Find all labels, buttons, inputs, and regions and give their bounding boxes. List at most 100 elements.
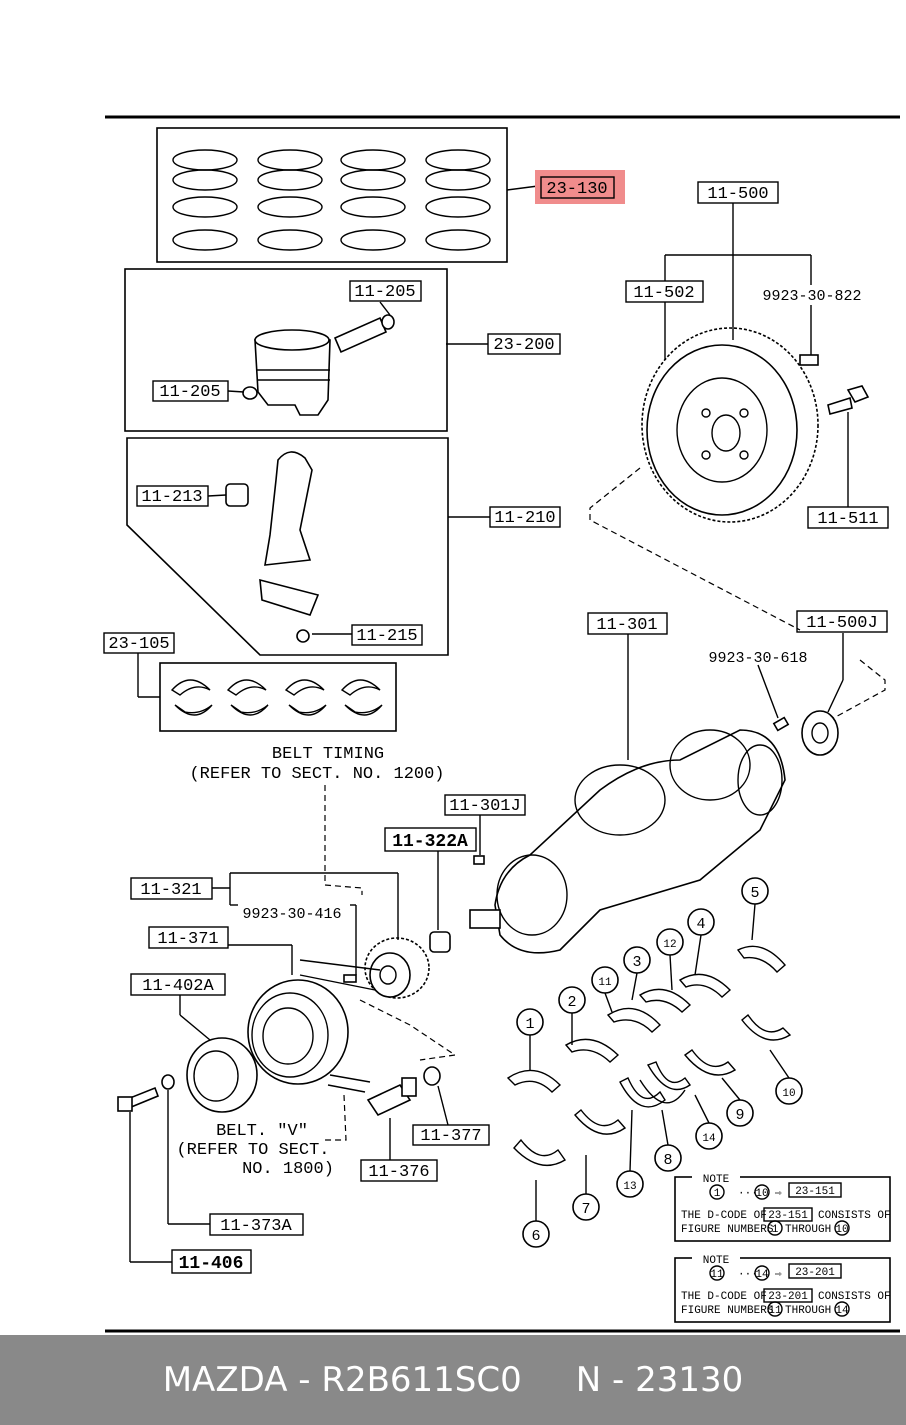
bearing-num-3[interactable]: 3 bbox=[623, 946, 651, 974]
bearing-num-14[interactable]: 14 bbox=[695, 1122, 723, 1150]
svg-text:11-322A: 11-322A bbox=[392, 832, 468, 852]
svg-text:6: 6 bbox=[531, 1228, 540, 1245]
piston-rings-group bbox=[156, 127, 539, 263]
label-pulley-bolt[interactable]: 11-376 bbox=[360, 1159, 438, 1182]
svg-text:CONSISTS OF: CONSISTS OF bbox=[818, 1291, 891, 1303]
bearing-number-labels: 1 2 3 4 5 6 7 8 9 10 11 12 13 14 bbox=[516, 877, 803, 1248]
svg-text:11-371: 11-371 bbox=[157, 930, 218, 949]
label-thrust-washer[interactable]: 11-322A bbox=[384, 827, 477, 852]
svg-text:···: ··· bbox=[738, 1269, 758, 1281]
thrust-washer-shape bbox=[429, 931, 451, 953]
svg-text:11-213: 11-213 bbox=[141, 488, 202, 507]
svg-text:23-130: 23-130 bbox=[546, 180, 607, 199]
svg-text:10: 10 bbox=[835, 1224, 848, 1236]
svg-text:23-105: 23-105 bbox=[108, 635, 169, 654]
label-ring-set[interactable]: 23-130 bbox=[535, 170, 625, 204]
svg-text:11: 11 bbox=[598, 977, 612, 989]
svg-text:⇨: ⇨ bbox=[775, 1188, 782, 1200]
svg-text:7: 7 bbox=[581, 1201, 590, 1218]
svg-text:THROUGH: THROUGH bbox=[785, 1305, 831, 1317]
conrod-group bbox=[126, 437, 490, 656]
label-dowel-pin-fw[interactable]: 9923-30-822 bbox=[762, 288, 861, 305]
label-pilot-bearing[interactable]: 11-500J bbox=[796, 610, 888, 633]
bearing-num-13[interactable]: 13 bbox=[616, 1170, 644, 1198]
belt-timing-title: BELT TIMING bbox=[272, 745, 384, 764]
svg-text:11-502: 11-502 bbox=[633, 284, 694, 303]
svg-text:5: 5 bbox=[750, 885, 759, 902]
label-flywheel-bolt[interactable]: 11-511 bbox=[807, 506, 889, 529]
conrod-bearings-group bbox=[137, 653, 397, 732]
bearing-num-6[interactable]: 6 bbox=[522, 1220, 550, 1248]
label-crank-plug[interactable]: 11-301J bbox=[444, 794, 526, 816]
label-crank-pulley[interactable]: 11-402A bbox=[130, 973, 226, 996]
label-timing-pulley[interactable]: 11-321 bbox=[130, 877, 213, 900]
svg-text:23-151: 23-151 bbox=[768, 1210, 808, 1222]
belt-v-ref1: (REFER TO SECT. bbox=[176, 1141, 329, 1160]
note-box-1: NOTE 1 ··· 10 ⇨ 23-151 THE D-CODE OF 23-… bbox=[674, 1171, 891, 1242]
label-conrod-bearing[interactable]: 23-105 bbox=[103, 632, 175, 654]
label-pin-clip-left[interactable]: 11-205 bbox=[152, 380, 229, 402]
svg-text:11-500: 11-500 bbox=[707, 185, 768, 204]
bearing-num-2[interactable]: 2 bbox=[558, 986, 586, 1014]
label-conrod-assy[interactable]: 11-210 bbox=[489, 506, 561, 528]
label-lock-washer[interactable]: 11-373A bbox=[209, 1213, 304, 1236]
svg-text:13: 13 bbox=[623, 1181, 636, 1193]
svg-text:14: 14 bbox=[755, 1269, 769, 1281]
bearing-leader-lines bbox=[529, 903, 790, 1221]
svg-text:11: 11 bbox=[710, 1269, 724, 1281]
bearing-num-5[interactable]: 5 bbox=[741, 877, 769, 905]
svg-text:11-376: 11-376 bbox=[368, 1163, 429, 1182]
note-box-2: NOTE 11 ··· 14 ⇨ 23-201 THE D-CODE OF 23… bbox=[674, 1252, 891, 1323]
svg-text:2: 2 bbox=[567, 994, 576, 1011]
svg-text:10: 10 bbox=[755, 1188, 768, 1200]
label-conrod-bush[interactable]: 11-213 bbox=[136, 485, 209, 507]
label-dowel-pin-crank[interactable]: 9923-30-618 bbox=[708, 650, 807, 667]
label-ring-gear[interactable]: 11-502 bbox=[625, 280, 704, 303]
bearing-num-8[interactable]: 8 bbox=[654, 1144, 682, 1172]
svg-text:10: 10 bbox=[782, 1088, 795, 1100]
svg-text:11-301: 11-301 bbox=[596, 616, 657, 635]
svg-text:FIGURE NUMBERS: FIGURE NUMBERS bbox=[681, 1224, 774, 1236]
label-crankshaft[interactable]: 11-301 bbox=[587, 612, 668, 635]
belt-v-title: BELT. "V" bbox=[216, 1122, 308, 1141]
svg-text:11-511: 11-511 bbox=[817, 510, 878, 529]
bearing-num-9[interactable]: 9 bbox=[726, 1099, 754, 1127]
bearing-num-11[interactable]: 11 bbox=[591, 966, 619, 994]
timing-pulley-group bbox=[212, 872, 457, 1061]
label-piston-assy[interactable]: 23-200 bbox=[487, 333, 561, 355]
svg-text:THROUGH: THROUGH bbox=[785, 1224, 831, 1236]
label-flywheel-assy[interactable]: 11-500 bbox=[697, 181, 779, 204]
bearing-num-4[interactable]: 4 bbox=[687, 908, 715, 936]
label-conrod-nut[interactable]: 11-215 bbox=[351, 624, 423, 646]
label-key[interactable]: 9923-30-416 bbox=[242, 906, 341, 923]
svg-text:14: 14 bbox=[702, 1133, 716, 1145]
svg-text:1: 1 bbox=[714, 1188, 721, 1200]
bearing-num-7[interactable]: 7 bbox=[572, 1193, 600, 1221]
parts-diagram: 23-130 11-205 23-200 11-205 bbox=[103, 115, 900, 1333]
svg-text:23-201: 23-201 bbox=[768, 1291, 808, 1303]
svg-text:11-373A: 11-373A bbox=[220, 1217, 292, 1236]
bearing-num-12[interactable]: 12 bbox=[656, 928, 684, 956]
belt-timing-ref: (REFER TO SECT. NO. 1200) bbox=[189, 765, 444, 784]
svg-text:···: ··· bbox=[738, 1188, 758, 1200]
svg-text:14: 14 bbox=[835, 1305, 849, 1317]
footer-part-reference: MAZDA - R2B611SC0 N - 23130 bbox=[162, 1360, 744, 1400]
svg-text:8: 8 bbox=[663, 1152, 672, 1169]
footer-bar: MAZDA - R2B611SC0 N - 23130 bbox=[0, 1335, 906, 1425]
bearing-num-10[interactable]: 10 bbox=[775, 1077, 803, 1105]
svg-text:11-215: 11-215 bbox=[356, 627, 417, 646]
svg-text:11-205: 11-205 bbox=[159, 383, 220, 402]
label-pin-clip-top[interactable]: 11-205 bbox=[349, 280, 422, 302]
svg-text:11: 11 bbox=[768, 1305, 782, 1317]
crankshaft-group bbox=[469, 633, 844, 954]
label-pulley-plate[interactable]: 11-371 bbox=[148, 926, 229, 949]
svg-text:11-377: 11-377 bbox=[420, 1127, 481, 1146]
label-washer[interactable]: 11-377 bbox=[412, 1124, 490, 1146]
label-pulley-bolt-main[interactable]: 11-406 bbox=[171, 1249, 252, 1274]
svg-text:9: 9 bbox=[735, 1107, 744, 1124]
svg-text:1: 1 bbox=[525, 1016, 534, 1033]
svg-text:FIGURE NUMBERS: FIGURE NUMBERS bbox=[681, 1305, 774, 1317]
bearing-num-1[interactable]: 1 bbox=[516, 1008, 544, 1036]
svg-text:THE D-CODE OF: THE D-CODE OF bbox=[681, 1210, 767, 1222]
svg-text:11-205: 11-205 bbox=[354, 283, 415, 302]
